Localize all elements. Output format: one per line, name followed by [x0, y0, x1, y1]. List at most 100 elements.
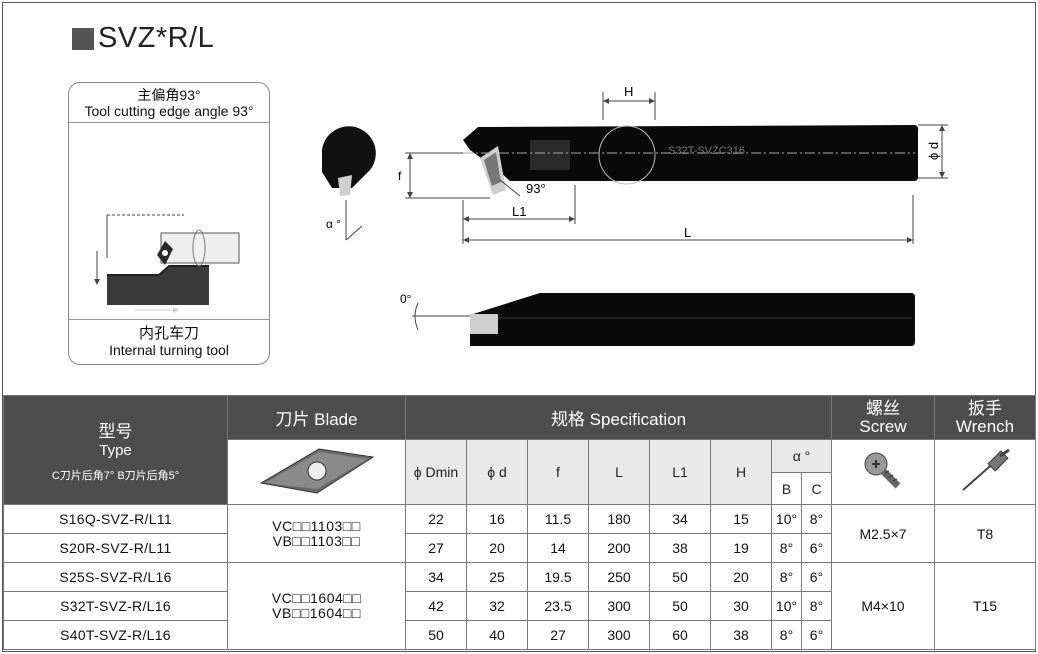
- cell-L1: 60: [649, 620, 711, 650]
- cell-L1: 50: [649, 591, 711, 621]
- row-model: S20R-SVZ-R/L11: [3, 533, 228, 563]
- blade-code-group-2: VC□□1604□□ VB□□1604□□: [227, 562, 406, 650]
- blade-code-group-1: VC□□1103□□ VB□□1103□□: [227, 504, 406, 563]
- cell-dmin: 50: [405, 620, 467, 650]
- header-d: ϕ d: [466, 439, 528, 505]
- card-footer: 内孔车刀 Internal turning tool: [69, 320, 269, 358]
- cell-f: 11.5: [527, 504, 589, 534]
- header-screw-en: Screw: [859, 416, 907, 436]
- cell-C: 6°: [801, 620, 832, 650]
- cell-L1: 50: [649, 562, 711, 592]
- header-alpha-B: B: [771, 472, 802, 505]
- header-alpha: α °: [771, 439, 832, 473]
- row-model: S40T-SVZ-R/L16: [3, 620, 228, 650]
- cell-C: 8°: [801, 504, 832, 534]
- cell-B: 8°: [771, 533, 802, 563]
- header-blade-label: 刀片 Blade: [275, 410, 358, 429]
- cell-dmin: 22: [405, 504, 467, 534]
- cell-d: 32: [466, 591, 528, 621]
- cell-B: 10°: [771, 504, 802, 534]
- cell-H: 20: [710, 562, 772, 592]
- header-model: 型号 Type C刀片后角7° B刀片后角5°: [3, 395, 228, 505]
- row-model: S16Q-SVZ-R/L11: [3, 504, 228, 534]
- cell-L: 180: [588, 504, 650, 534]
- info-card: 主偏角93° Tool cutting edge angle 93° 内孔车刀 …: [68, 82, 270, 365]
- wrench-image-cell: [934, 439, 1036, 505]
- cell-C: 6°: [801, 533, 832, 563]
- header-model-cn: 型号: [98, 422, 133, 441]
- header-screw-cn: 螺丝: [866, 398, 900, 418]
- blade-code-line: VB□□1604□□: [272, 605, 361, 621]
- header-wrench-cn: 扳手: [968, 398, 1002, 418]
- blade-image-cell: [227, 439, 406, 505]
- header-wrench: 扳手 Wrench: [934, 395, 1036, 440]
- screw-group-1: M2.5×7: [831, 504, 935, 563]
- row-model: S32T-SVZ-R/L16: [3, 591, 228, 621]
- cutting-angle-cn: 主偏角93°: [137, 87, 201, 103]
- cell-L1: 38: [649, 533, 711, 563]
- cell-d: 25: [466, 562, 528, 592]
- header-L1: L1: [649, 439, 711, 505]
- dim-93deg: 93°: [526, 181, 546, 196]
- cell-f: 14: [527, 533, 589, 563]
- cell-B: 10°: [771, 591, 802, 621]
- dim-phi-d: ϕ d: [926, 142, 941, 160]
- cell-H: 30: [710, 591, 772, 621]
- cell-C: 6°: [801, 562, 832, 592]
- cell-f: 23.5: [527, 591, 589, 621]
- header-spec: 规格 Specification: [405, 395, 832, 440]
- header-spec-label: 规格 Specification: [550, 410, 687, 429]
- side-view: 0°: [400, 292, 916, 346]
- header-model-note: C刀片后角7° B刀片后角5°: [51, 470, 180, 482]
- header-blade: 刀片 Blade: [227, 395, 406, 440]
- blade-insert-icon: [259, 447, 374, 494]
- end-view: α °: [322, 126, 376, 241]
- cell-d: 40: [466, 620, 528, 650]
- wrench-group-2: T15: [934, 562, 1036, 650]
- technical-drawing: α ° S32T-SVZC316 H ϕ d f 93°: [322, 84, 948, 346]
- zero-deg-label: 0°: [400, 292, 412, 306]
- cell-L1: 34: [649, 504, 711, 534]
- header-L: L: [588, 439, 650, 505]
- tool-type-cn: 内孔车刀: [138, 325, 199, 342]
- cutting-angle-en: Tool cutting edge angle 93°: [84, 103, 254, 119]
- header-H: H: [710, 439, 772, 505]
- card-illustration: [69, 123, 269, 320]
- wrench-group-1: T8: [934, 504, 1036, 563]
- title-text: SVZ*R/L: [98, 22, 215, 54]
- table-row: S25S-SVZ-R/L16 VC□□1604□□ VB□□1604□□ 34 …: [3, 562, 1036, 650]
- tool-type-en: Internal turning tool: [109, 342, 229, 358]
- dim-L: L: [684, 225, 691, 240]
- screw-image-cell: [831, 439, 935, 505]
- cell-d: 20: [466, 533, 528, 563]
- cell-dmin: 34: [405, 562, 467, 592]
- alpha-label: α °: [326, 217, 341, 231]
- internal-turning-illustration: [94, 214, 240, 313]
- cell-L: 250: [588, 562, 650, 592]
- header-screw: 螺丝 Screw: [831, 395, 935, 440]
- cell-dmin: 42: [405, 591, 467, 621]
- cell-B: 8°: [771, 620, 802, 650]
- spec-table: 型号 Type C刀片后角7° B刀片后角5° 刀片 Blade 规格 Spec…: [3, 395, 1036, 650]
- screw-icon: [864, 452, 901, 488]
- cell-d: 16: [466, 504, 528, 534]
- cell-L: 300: [588, 591, 650, 621]
- blade-code-line: VC□□1604□□: [271, 590, 362, 606]
- cell-f: 19.5: [527, 562, 589, 592]
- wrench-icon: [962, 448, 1010, 491]
- table-row: S40T-SVZ-R/L16 50 40 27 300 60 38 8° 6°: [3, 620, 1036, 650]
- page-title: SVZ*R/L: [72, 22, 214, 55]
- cell-H: 15: [710, 504, 772, 534]
- dim-H: H: [624, 84, 633, 99]
- card-header: 主偏角93° Tool cutting edge angle 93°: [69, 83, 269, 123]
- dim-L1: L1: [512, 204, 526, 219]
- table-row: S16Q-SVZ-R/L11 VC□□1103□□ VB□□1103□□ 22 …: [3, 504, 1036, 563]
- cell-C: 8°: [801, 591, 832, 621]
- blade-code-line: VB□□1103□□: [272, 532, 361, 549]
- cell-dmin: 27: [405, 533, 467, 563]
- blade-code-line: VC□□1103□□: [272, 517, 361, 534]
- header-alpha-C: C: [801, 472, 832, 505]
- dim-f: f: [398, 169, 402, 183]
- cell-L: 200: [588, 533, 650, 563]
